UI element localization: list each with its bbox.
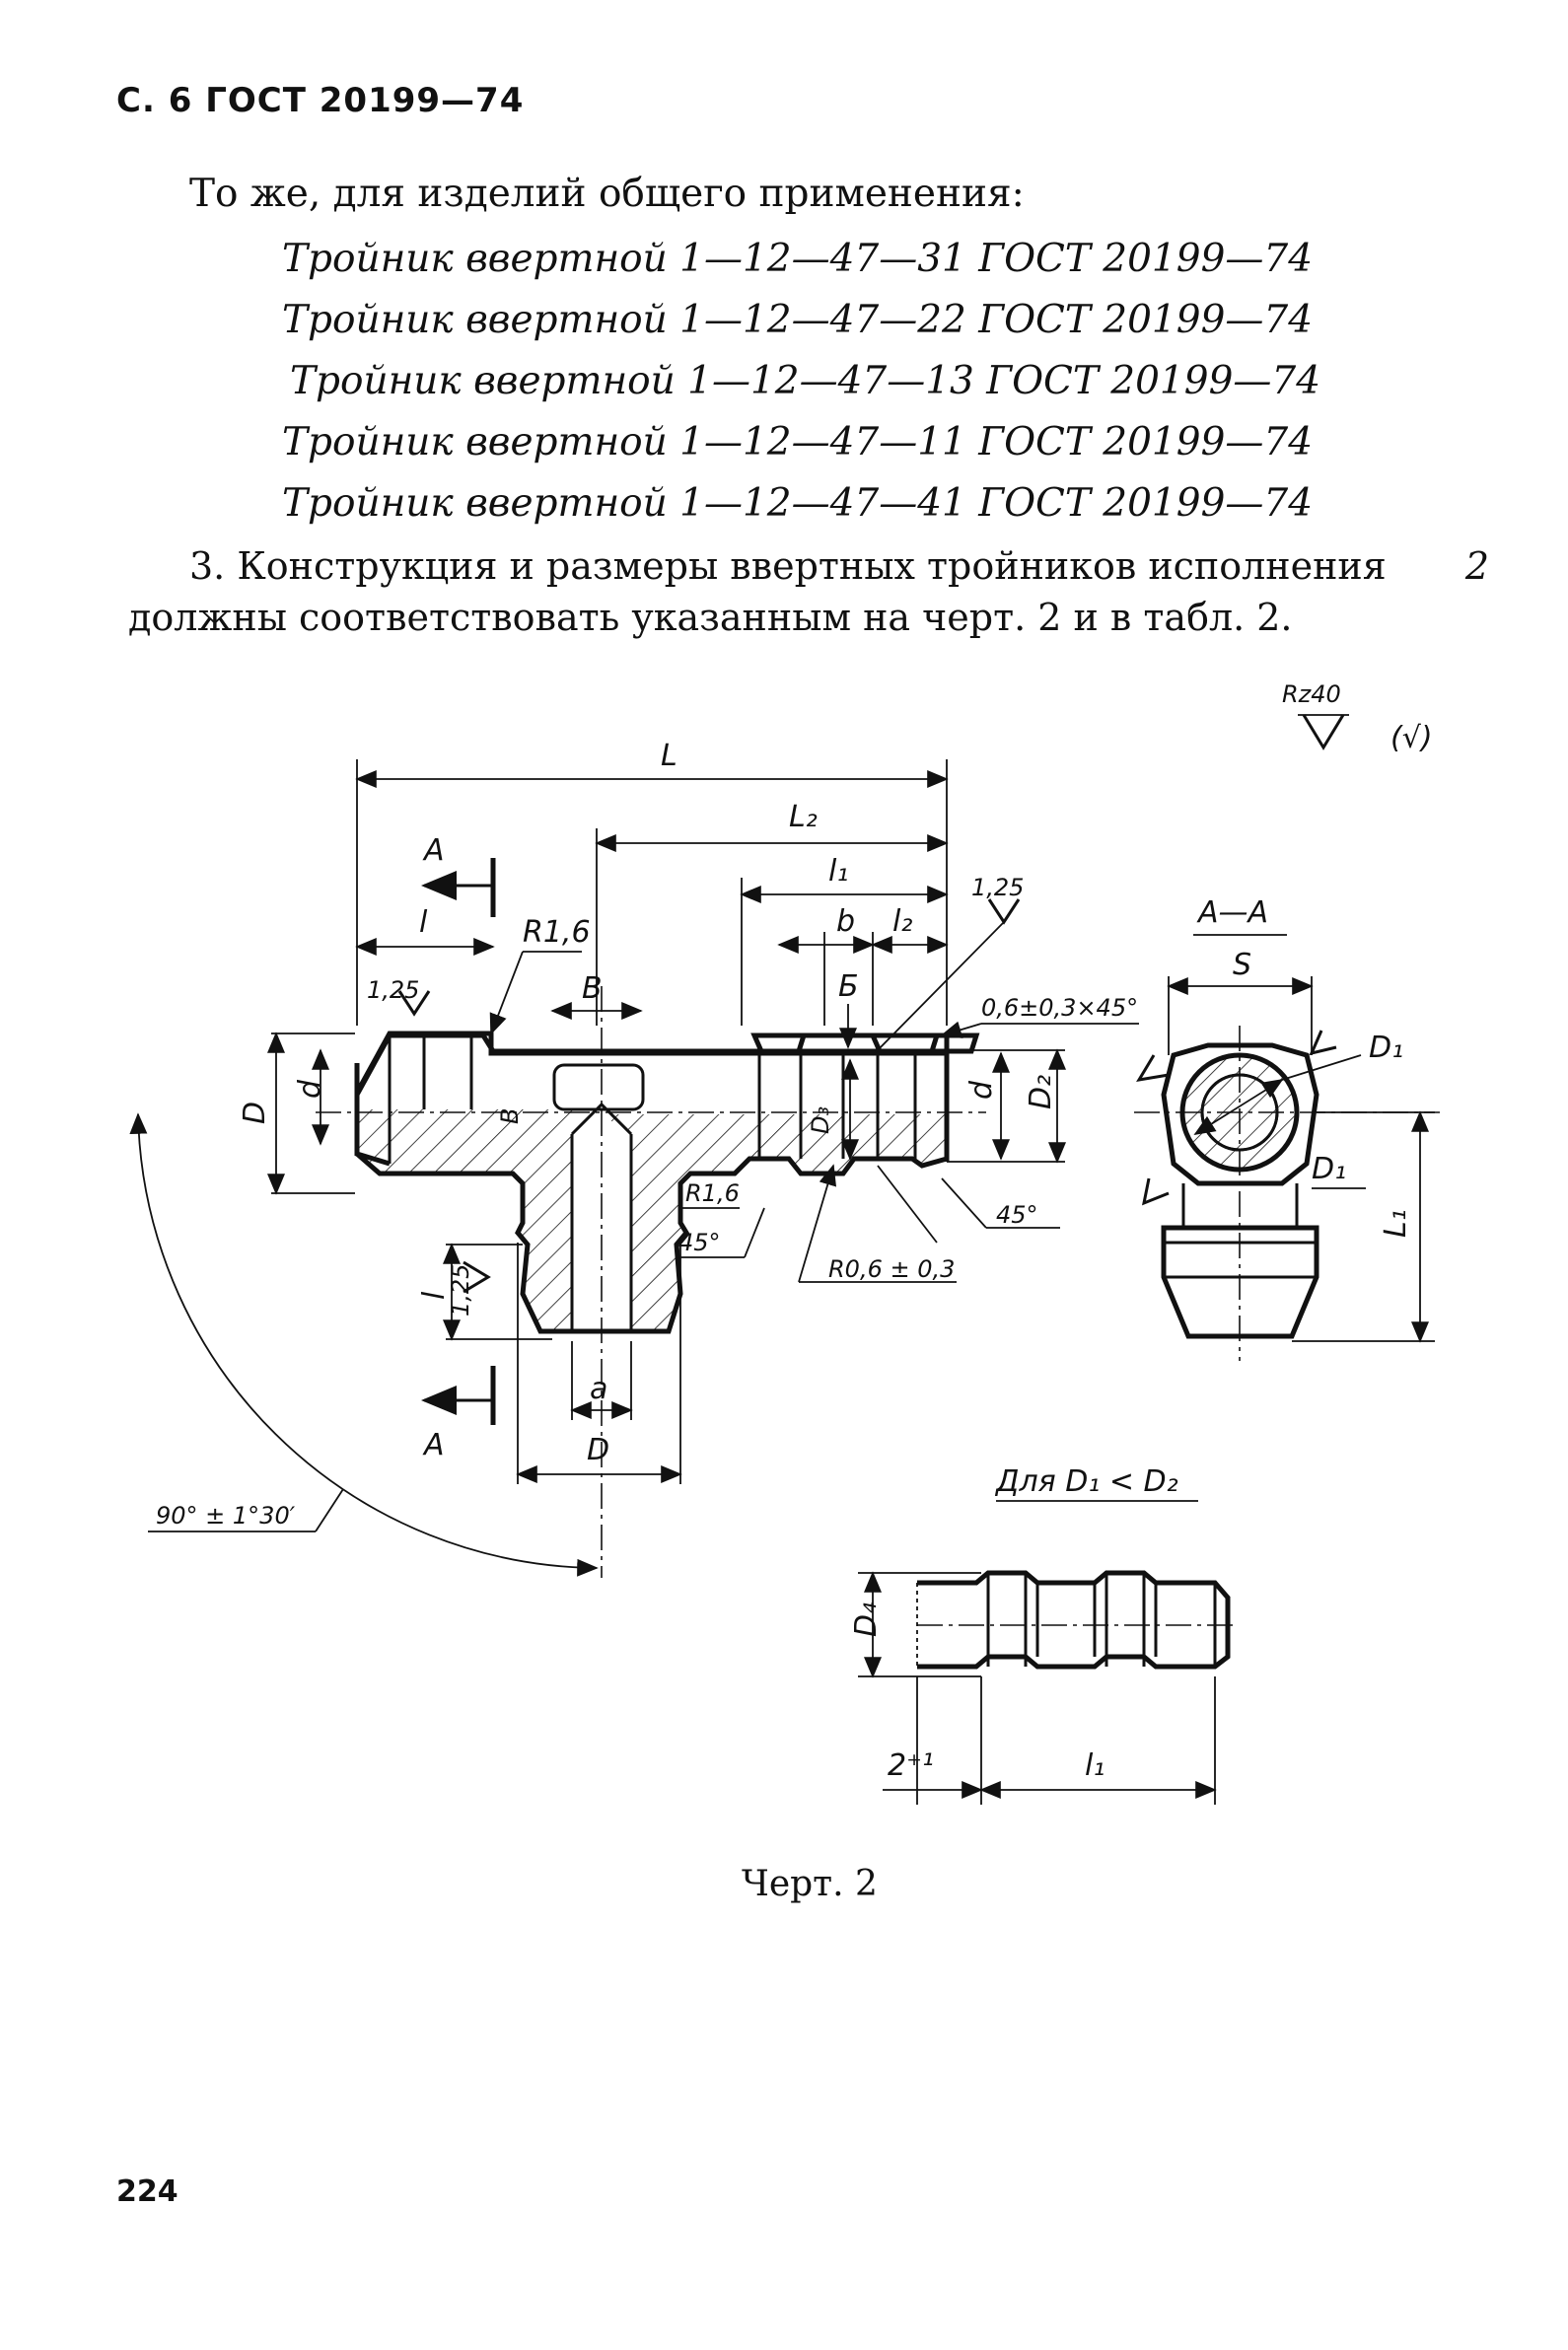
dim-b: b	[836, 904, 855, 939]
figure-caption: Черт. 2	[742, 1864, 878, 1904]
dim-45-right: 45°	[996, 1201, 1038, 1229]
section-L1: L₁	[1379, 1209, 1413, 1238]
dim-R16: R1,6	[523, 915, 591, 950]
dim-a: a	[590, 1372, 607, 1406]
paragraph-3: 3. Конструкция и размеры ввертных тройни…	[128, 540, 1489, 643]
intro-text: То же, для изделий общего применения:	[189, 172, 1025, 216]
designation-item: Тройник ввертной 1—12—47—41 ГОСТ 20199—7…	[282, 481, 1314, 526]
section-S: S	[1233, 948, 1251, 982]
dim-d-right: d	[964, 1080, 999, 1100]
dim-D-bottom: D	[587, 1433, 609, 1467]
main-view: L L₂ l₁ b l₂ 1,25 l R1,6	[129, 739, 1139, 1578]
dim-B: B	[582, 971, 603, 1006]
designation-item: Тройник ввертной 1—12—47—31 ГОСТ 20199—7…	[282, 237, 1314, 281]
dim-angle-90: 90° ± 1°30′	[156, 1502, 296, 1530]
dim-L: L	[661, 739, 677, 773]
svg-text:(√): (√)	[1390, 721, 1433, 755]
dim-B-small: B	[496, 1108, 524, 1124]
dim-l2: l₂	[892, 904, 912, 939]
section-D1-b: D₁	[1312, 1152, 1346, 1186]
dim-D2: D₂	[1024, 1075, 1058, 1109]
section-A-A: А—А S D₁ D₁	[1134, 895, 1440, 1361]
page-number: 224	[116, 2174, 178, 2209]
svg-text:1,25: 1,25	[971, 874, 1024, 901]
section-title: А—А	[1196, 895, 1268, 930]
section-mark-A-top: А	[422, 833, 445, 868]
paragraph-version-number: 2	[1464, 544, 1489, 588]
paragraph-line-1: 3. Конструкция и размеры ввертных тройни…	[189, 544, 1387, 588]
detail-l1: l₁	[1085, 1748, 1105, 1783]
dim-l1: l₁	[828, 854, 848, 889]
dim-chamfer: 0,6±0,3×45°	[981, 994, 1138, 1022]
designation-list: Тройник ввертной 1—12—47—31 ГОСТ 20199—7…	[282, 229, 1320, 534]
svg-text:Rz40: Rz40	[1282, 680, 1341, 708]
dim-D3: D₃	[807, 1106, 834, 1134]
section-D1: D₁	[1369, 1031, 1403, 1065]
svg-text:1,25: 1,25	[367, 976, 419, 1004]
dim-B-cut: Б	[838, 969, 859, 1004]
detail-D4: D₄	[849, 1602, 884, 1637]
dim-d: d	[293, 1079, 327, 1099]
dim-l: l	[419, 905, 428, 940]
dim-R06: R0,6 ± 0,3	[828, 1255, 955, 1283]
designation-item: Тройник ввертной 1—12—47—22 ГОСТ 20199—7…	[282, 298, 1314, 342]
dim-D: D	[238, 1102, 272, 1124]
designation-item: Тройник ввертной 1—12—47—13 ГОСТ 20199—7…	[290, 359, 1321, 403]
page-header: С. 6 ГОСТ 20199—74	[116, 81, 525, 120]
section-mark-A-bottom: А	[422, 1428, 445, 1462]
detail-dim-2: 2⁺¹	[888, 1748, 934, 1783]
detail-view: Для D₁ < D₂ D₄	[849, 1464, 1238, 1805]
detail-title: Для D₁ < D₂	[994, 1464, 1178, 1499]
dim-45-left: 45°	[678, 1229, 721, 1256]
paragraph-line-2: должны соответствовать указанным на черт…	[128, 596, 1293, 639]
dim-R16-bottom: R1,6	[685, 1179, 740, 1207]
designation-item: Тройник ввертной 1—12—47—11 ГОСТ 20199—7…	[282, 420, 1314, 464]
svg-text:1,25: 1,25	[447, 1264, 474, 1317]
roughness-mark-general: Rz40 (√)	[1282, 680, 1433, 755]
dim-L2: L₂	[789, 800, 818, 834]
